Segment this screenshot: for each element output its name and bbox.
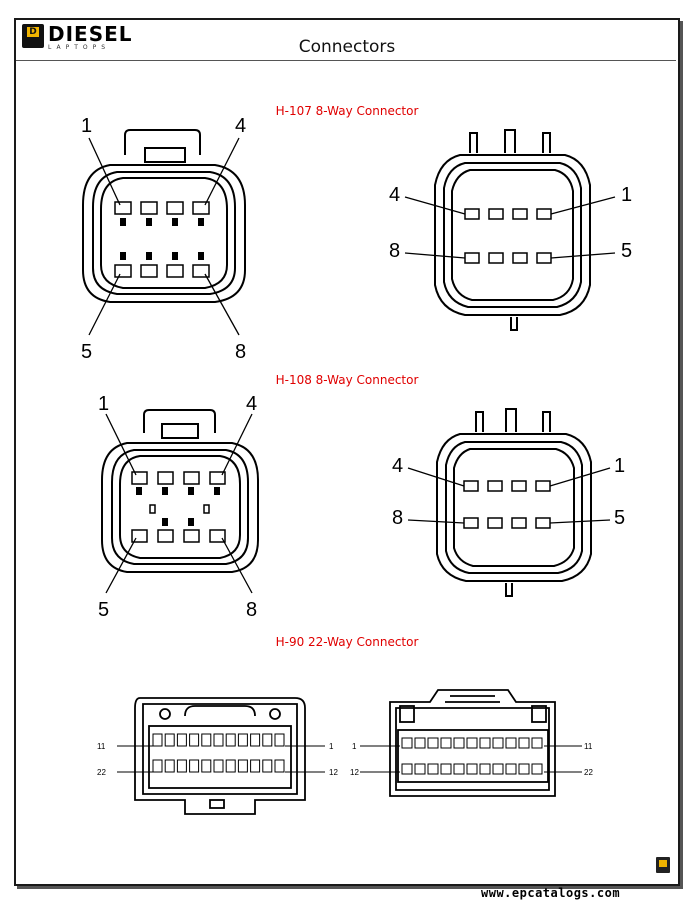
- svg-text:1: 1: [98, 393, 109, 415]
- pin-cavity: [176, 733, 187, 747]
- svg-text:1: 1: [81, 115, 92, 137]
- svg-text:22: 22: [97, 768, 106, 777]
- pin-cavity: [176, 759, 187, 773]
- diesel-laptops-footer-icon: [656, 857, 670, 873]
- h107-front-view-diagram: 4 1 8 5: [389, 129, 632, 331]
- pin-cavity: [189, 759, 200, 773]
- pin-cavity: [453, 763, 465, 775]
- svg-text:5: 5: [81, 341, 92, 363]
- pin-cavity: [492, 763, 504, 775]
- svg-text:8: 8: [389, 240, 400, 262]
- svg-text:4: 4: [246, 393, 257, 415]
- pin-cavity: [250, 759, 261, 773]
- svg-text:8: 8: [235, 341, 246, 363]
- pin-cavity: [531, 737, 543, 749]
- section-title-h90: H-90 22-Way Connector: [275, 635, 419, 649]
- svg-text:5: 5: [614, 507, 625, 529]
- h107-rear-view-diagram: 1 4 5 8: [81, 115, 246, 363]
- pin-cavity: [492, 737, 504, 749]
- title-divider: [16, 60, 676, 61]
- svg-text:4: 4: [389, 184, 400, 206]
- svg-text:8: 8: [392, 507, 403, 529]
- svg-text:4: 4: [235, 115, 246, 137]
- pin-cavity: [466, 763, 478, 775]
- svg-text:5: 5: [98, 599, 109, 621]
- pin-cavity: [427, 737, 439, 749]
- pin-cavity: [262, 733, 273, 747]
- pin-cavity: [189, 733, 200, 747]
- pin-cavity: [453, 737, 465, 749]
- pin-cavity: [440, 737, 452, 749]
- pin-cavity: [225, 733, 236, 747]
- pin-cavity: [479, 763, 491, 775]
- svg-text:1: 1: [621, 184, 632, 206]
- pin-cavity: [237, 759, 248, 773]
- pin-cavity: [225, 759, 236, 773]
- h108-front-view-diagram: 4 1 8 5: [392, 408, 625, 597]
- pin-cavity: [274, 759, 285, 773]
- watermark: www.epcatalogs.com: [481, 886, 621, 900]
- pin-cavity: [237, 733, 248, 747]
- pin-cavity: [152, 759, 163, 773]
- section-title-h108: H-108 8-Way Connector: [275, 373, 419, 387]
- svg-text:1: 1: [352, 742, 357, 751]
- svg-text:12: 12: [350, 768, 359, 777]
- svg-text:12: 12: [329, 768, 338, 777]
- pin-cavity: [201, 759, 212, 773]
- pin-cavity: [213, 733, 224, 747]
- svg-text:5: 5: [621, 240, 632, 262]
- pin-cavity: [152, 733, 163, 747]
- svg-text:22: 22: [584, 768, 593, 777]
- svg-text:11: 11: [97, 742, 106, 751]
- h108-rear-view-diagram: 1 4 5 8: [98, 393, 259, 621]
- pin-cavity: [401, 737, 413, 749]
- pin-cavity: [164, 733, 175, 747]
- logo-subtitle: LAPTOPS: [48, 44, 111, 51]
- pin-cavity: [466, 737, 478, 749]
- svg-text:8: 8: [246, 599, 257, 621]
- pin-cavity: [518, 763, 530, 775]
- svg-text:1: 1: [614, 455, 625, 477]
- pin-cavity: [414, 737, 426, 749]
- pin-cavity: [164, 759, 175, 773]
- diesel-laptops-logo: D DIESEL LAPTOPS: [22, 24, 133, 54]
- logo-icon: D: [22, 24, 44, 48]
- pin-cavity: [479, 737, 491, 749]
- section-title-h107: H-107 8-Way Connector: [275, 104, 419, 118]
- svg-text:4: 4: [392, 455, 403, 477]
- pin-cavity: [505, 763, 517, 775]
- pin-cavity: [518, 737, 530, 749]
- pin-cavity: [201, 733, 212, 747]
- page-title: Connectors: [298, 37, 396, 57]
- pin-cavity: [440, 763, 452, 775]
- svg-text:11: 11: [584, 742, 593, 751]
- svg-text:1: 1: [329, 742, 334, 751]
- h90-rear-view-diagram: 11 1 22 12: [97, 697, 338, 815]
- pin-cavity: [427, 763, 439, 775]
- logo-name: DIESEL: [48, 22, 133, 46]
- pin-cavity: [250, 733, 261, 747]
- pin-cavity: [505, 737, 517, 749]
- pin-cavity: [531, 763, 543, 775]
- pin-cavity: [262, 759, 273, 773]
- pin-cavity: [401, 763, 413, 775]
- pin-cavity: [414, 763, 426, 775]
- pin-cavity: [213, 759, 224, 773]
- pin-cavity: [274, 733, 285, 747]
- h90-front-view-diagram: 1 11 12 22: [350, 689, 593, 797]
